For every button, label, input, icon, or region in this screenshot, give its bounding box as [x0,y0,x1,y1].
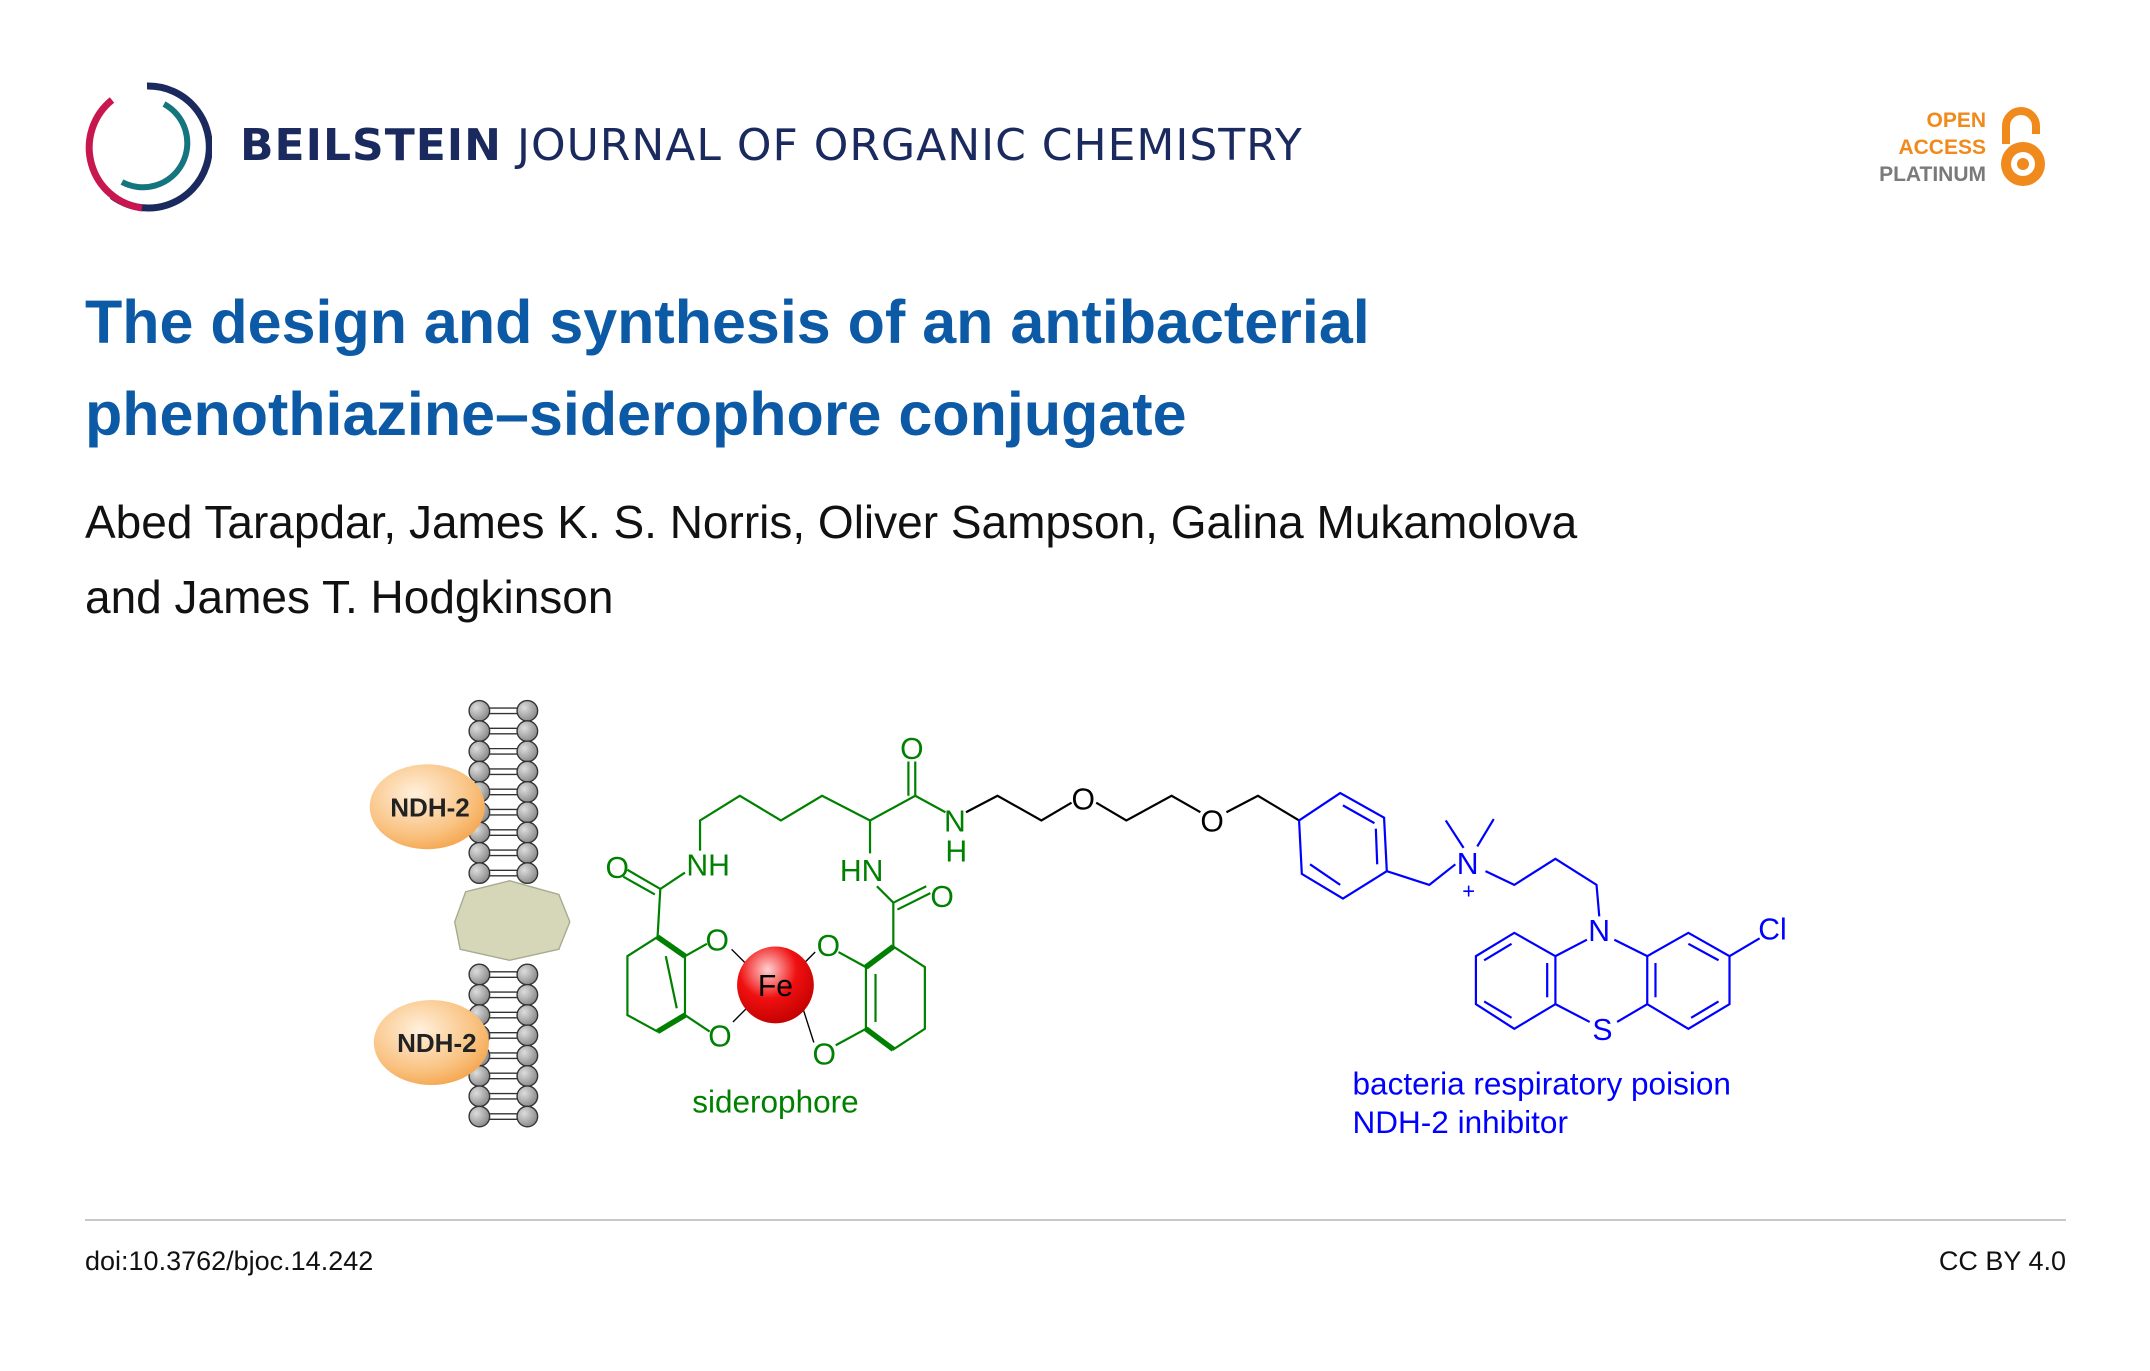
siderophore-label: siderophore [692,1083,858,1119]
lipid-head [468,740,491,763]
lipid-head [468,862,491,885]
lipid-head [516,963,539,986]
membrane-protein [453,880,571,961]
svg-text:O: O [1200,805,1223,838]
peg-linker [965,794,1300,822]
badge-platinum: PLATINUM [1879,163,1986,186]
beilstein-logo [85,82,212,212]
lipid-head [468,1085,491,1108]
journal-name: BEILSTEIN JOURNAL OF ORGANIC CHEMISTRY [240,120,1303,171]
ndh2-protein-bottom: NDH-2 [373,1000,489,1086]
lipid-head [516,720,539,743]
fe-coordination-bonds [731,948,816,1043]
svg-text:Cl: Cl [1758,914,1786,947]
footer-divider [85,1219,2066,1221]
authors-line-2: and James T. Hodgkinson [85,571,614,623]
lipid-head [516,740,539,763]
lipid-head [516,760,539,783]
siderophore-atoms: O NH HN O N H O O O O O [605,733,967,1072]
svg-text:O: O [708,1021,731,1054]
svg-text:O: O [900,733,923,766]
svg-text:O: O [817,930,840,963]
journal-name-rest: JOURNAL OF ORGANIC CHEMISTRY [516,120,1303,171]
title-line-1: The design and synthesis of an antibacte… [85,288,1370,356]
svg-text:O: O [812,1038,835,1071]
lipid-head [516,780,539,803]
lipid-head [516,1044,539,1067]
lipid-head [516,1004,539,1027]
open-lock-icon [2001,107,2045,186]
lipid-head [468,983,491,1006]
inhibitor-label-line-2: NDH-2 inhibitor [1353,1104,1568,1140]
linker-oxygens: O O [1072,783,1224,838]
svg-text:N: N [1457,848,1479,881]
article-title: The design and synthesis of an antibacte… [85,276,1985,460]
graphical-abstract: NDH-2 NDH-2 O NH HN O N H O O O O [369,699,1787,1140]
iron-atom: Fe [737,946,814,1024]
svg-text:N: N [1588,915,1610,948]
ndh2-protein-top: NDH-2 [369,764,485,850]
lipid-bilayer [468,699,539,1128]
svg-text:O: O [1072,783,1095,816]
siderophore-structure [622,761,946,1052]
phenothiazine-structure [1297,791,1761,1031]
lipid-head [468,963,491,986]
lipid-head [516,1085,539,1108]
svg-text:O: O [930,881,953,914]
svg-text:NH: NH [686,849,730,882]
svg-text:O: O [605,852,628,885]
lipid-head [516,821,539,844]
lipid-head [468,699,491,722]
title-line-2: phenothiazine–siderophore conjugate [85,380,1187,448]
lipid-head [468,1105,491,1128]
svg-text:H: H [945,836,967,869]
open-access-badge: OPEN ACCESS PLATINUM [1850,104,2070,194]
lipid-head [516,1024,539,1047]
phenothiazine-atoms: N + N S Cl [1457,848,1787,1047]
svg-text:NDH-2: NDH-2 [397,1028,477,1058]
svg-text:HN: HN [840,855,884,888]
lipid-head [516,699,539,722]
svg-text:+: + [1462,879,1475,904]
journal-name-bold: BEILSTEIN [240,120,502,171]
svg-text:O: O [706,925,729,958]
lipid-head [468,841,491,864]
lipid-head [468,720,491,743]
lipid-head [516,1064,539,1087]
badge-access: ACCESS [1898,136,1986,159]
badge-open: OPEN [1926,109,1986,132]
lipid-head [516,983,539,1006]
lipid-head [516,1105,539,1128]
lipid-head [468,760,491,783]
license: CC BY 4.0 [1938,1246,2066,1276]
svg-text:NDH-2: NDH-2 [390,792,470,822]
author-list: Abed Tarapdar, James K. S. Norris, Olive… [85,485,1985,635]
lipid-head [516,801,539,824]
doi[interactable]: doi:10.3762/bjoc.14.242 [85,1246,374,1276]
lipid-head [516,841,539,864]
inhibitor-label-line-1: bacteria respiratory poision [1353,1066,1731,1102]
svg-text:S: S [1592,1014,1612,1047]
svg-text:N: N [944,805,966,838]
svg-text:Fe: Fe [758,970,793,1003]
lipid-head [516,862,539,885]
authors-line-1: Abed Tarapdar, James K. S. Norris, Olive… [85,496,1578,548]
